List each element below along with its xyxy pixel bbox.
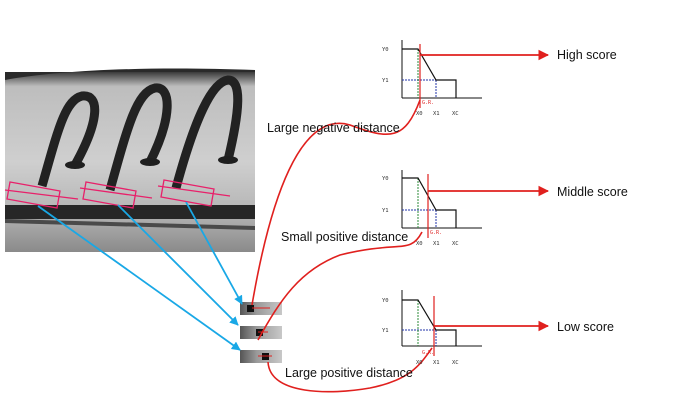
wire-loop-3	[171, 75, 243, 190]
score-label-low: Low score	[557, 320, 614, 334]
svg-text:G.R.: G.R.	[422, 100, 434, 106]
roi-box-1	[6, 181, 61, 209]
wire-loop-2	[105, 83, 172, 192]
score-panel-middle: Y0 Y1 X0 X1 XC G.R. Middle score	[382, 170, 628, 247]
svg-text:X1: X1	[433, 360, 440, 366]
blue-arrow-2	[117, 204, 239, 326]
score-panel-low: Y0 Y1 X0 X1 XC G.R. Low score	[382, 290, 614, 366]
svg-text:X1: X1	[433, 241, 440, 247]
svg-text:X0: X0	[416, 241, 423, 247]
svg-text:X0: X0	[416, 111, 423, 117]
red-curve-large-negative	[251, 99, 421, 306]
svg-text:X1: X1	[433, 111, 440, 117]
svg-text:X0: X0	[416, 360, 423, 366]
score-curve	[402, 177, 457, 228]
score-panel-high: Y0 Y1 X0 X1 XC G.R. High score	[382, 40, 617, 117]
svg-text:Y1: Y1	[382, 78, 389, 84]
svg-text:XC: XC	[452, 111, 459, 117]
label-small-positive-distance: Small positive distance	[281, 230, 408, 244]
svg-text:G.R.: G.R.	[422, 350, 434, 356]
svg-text:XC: XC	[452, 360, 459, 366]
red-curve-small-positive	[257, 231, 423, 341]
score-label-high: High score	[557, 48, 617, 62]
red-curve-large-positive	[267, 347, 433, 393]
label-large-positive-distance: Large positive distance	[285, 366, 413, 380]
score-label-middle: Middle score	[557, 185, 628, 199]
roi-thumbnails	[240, 302, 282, 363]
svg-text:G.R.: G.R.	[430, 230, 442, 236]
svg-text:Y1: Y1	[382, 208, 389, 214]
blue-arrow-3	[185, 201, 243, 305]
svg-text:XC: XC	[452, 241, 459, 247]
blue-arrow-1	[37, 205, 241, 351]
xray-photo	[4, 68, 255, 252]
svg-text:Y0: Y0	[382, 298, 389, 304]
label-large-negative-distance: Large negative distance	[267, 121, 400, 135]
svg-text:Y1: Y1	[382, 328, 389, 334]
svg-text:Y0: Y0	[382, 176, 389, 182]
roi-box-3	[160, 179, 215, 207]
score-curve	[402, 299, 457, 346]
svg-text:Y0: Y0	[382, 47, 389, 53]
wire-loop-1	[37, 91, 100, 188]
roi-box-2	[82, 181, 137, 209]
score-curve	[402, 48, 457, 98]
